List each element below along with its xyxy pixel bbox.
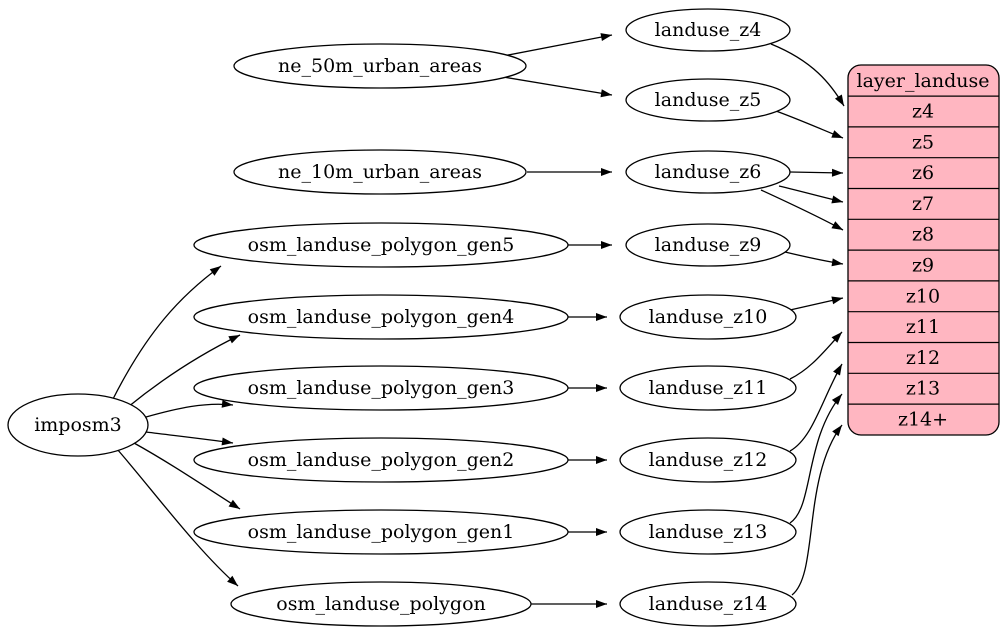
edge-imposm3-gen1 bbox=[133, 442, 241, 510]
edge-layer bbox=[112, 33, 845, 608]
edge-z6-row8 bbox=[760, 189, 844, 231]
table-row-z11: z11 bbox=[906, 316, 940, 338]
node-ne-50m-urban-areas: ne_50m_urban_areas bbox=[233, 43, 527, 89]
edge-z11-row bbox=[789, 331, 843, 380]
edge-z9-row bbox=[784, 251, 844, 267]
node-osm-landuse-polygon-gen2: osm_landuse_polygon_gen2 bbox=[193, 437, 569, 483]
polygon-label: osm_landuse_polygon bbox=[276, 593, 486, 615]
node-osm-landuse-polygon-gen3: osm_landuse_polygon_gen3 bbox=[193, 365, 569, 411]
gen4-label: osm_landuse_polygon_gen4 bbox=[248, 306, 515, 328]
node-landuse-z5: landuse_z5 bbox=[625, 78, 791, 122]
gen5-ellipse bbox=[193, 222, 569, 268]
node-osm-landuse-polygon-gen5: osm_landuse_polygon_gen5 bbox=[193, 222, 569, 268]
table-row-z8: z8 bbox=[912, 224, 934, 246]
table-row-z13: z13 bbox=[906, 378, 940, 400]
edge-ne50m-z5 bbox=[502, 76, 613, 98]
edge-imposm3-polygon bbox=[116, 448, 239, 587]
ne-10m-label: ne_10m_urban_areas bbox=[278, 161, 482, 183]
landuse-z14-ellipse bbox=[619, 581, 797, 627]
landuse-z10-ellipse bbox=[619, 294, 797, 340]
gen2-ellipse bbox=[193, 437, 569, 483]
table-row-z14: z14+ bbox=[898, 409, 948, 431]
landuse-z12-ellipse bbox=[619, 437, 797, 483]
table-row-z5: z5 bbox=[912, 131, 934, 153]
table-row-z12: z12 bbox=[906, 347, 940, 369]
node-osm-landuse-polygon-gen1: osm_landuse_polygon_gen1 bbox=[193, 509, 569, 555]
landuse-z9-label: landuse_z9 bbox=[655, 234, 762, 256]
landuse-z13-ellipse bbox=[619, 509, 797, 555]
landuse-z11-ellipse bbox=[619, 365, 797, 411]
landuse-z12-label: landuse_z12 bbox=[649, 449, 768, 471]
edge-z6-row6 bbox=[789, 168, 844, 177]
node-osm-landuse-polygon: osm_landuse_polygon bbox=[230, 581, 532, 627]
table-row-z7: z7 bbox=[912, 193, 934, 215]
table-row-z4: z4 bbox=[912, 101, 934, 123]
imposm3-ellipse bbox=[7, 393, 149, 457]
edge-imposm3-gen5 bbox=[112, 265, 222, 400]
edge-z14-row bbox=[791, 424, 843, 596]
node-landuse-z10: landuse_z10 bbox=[619, 294, 797, 340]
table-row-z9: z9 bbox=[912, 255, 934, 277]
gen2-label: osm_landuse_polygon_gen2 bbox=[248, 449, 515, 471]
edge-z5-row bbox=[775, 110, 844, 139]
landuse-z13-label: landuse_z13 bbox=[649, 521, 768, 543]
node-landuse-z4: landuse_z4 bbox=[625, 8, 791, 52]
ne-50m-label: ne_50m_urban_areas bbox=[278, 55, 482, 77]
landuse-z14-label: landuse_z14 bbox=[649, 593, 768, 615]
imposm3-label: imposm3 bbox=[34, 414, 122, 436]
gen5-label: osm_landuse_polygon_gen5 bbox=[248, 234, 515, 256]
node-osm-landuse-polygon-gen4: osm_landuse_polygon_gen4 bbox=[193, 294, 569, 340]
landuse-z4-ellipse bbox=[625, 8, 791, 52]
landuse-z11-label: landuse_z11 bbox=[649, 377, 768, 399]
node-landuse-z6: landuse_z6 bbox=[625, 150, 791, 194]
ne-50m-ellipse bbox=[233, 43, 527, 89]
layer-landuse-table: layer_landuse z4 z5 z6 z7 z8 z9 z10 z11 … bbox=[847, 64, 1000, 436]
polygon-ellipse bbox=[230, 581, 532, 627]
edge-imposm3-gen2 bbox=[145, 431, 234, 446]
table-row-z10: z10 bbox=[906, 285, 940, 307]
ne-10m-ellipse bbox=[233, 149, 527, 195]
landuse-z5-label: landuse_z5 bbox=[655, 89, 762, 111]
edge-imposm3-gen3 bbox=[145, 399, 234, 418]
landuse-z6-label: landuse_z6 bbox=[655, 161, 762, 183]
edge-ne50m-z4 bbox=[502, 33, 613, 57]
gen3-label: osm_landuse_polygon_gen3 bbox=[248, 377, 515, 399]
node-landuse-z14: landuse_z14 bbox=[619, 581, 797, 627]
gen1-ellipse bbox=[193, 509, 569, 555]
edge-z4-row bbox=[770, 43, 845, 107]
landuse-z9-ellipse bbox=[625, 223, 791, 267]
node-landuse-z13: landuse_z13 bbox=[619, 509, 797, 555]
node-landuse-z9: landuse_z9 bbox=[625, 223, 791, 267]
landuse-z4-label: landuse_z4 bbox=[655, 19, 762, 41]
edge-z13-row bbox=[789, 393, 843, 524]
landuse-z10-label: landuse_z10 bbox=[649, 306, 768, 328]
node-landuse-z12: landuse_z12 bbox=[619, 437, 797, 483]
table-row-z6: z6 bbox=[912, 162, 934, 184]
node-landuse-z11: landuse_z11 bbox=[619, 365, 797, 411]
node-imposm3: imposm3 bbox=[7, 393, 149, 457]
landuse-z6-ellipse bbox=[625, 150, 791, 194]
edge-z6-row7 bbox=[778, 185, 844, 204]
landuse-z5-ellipse bbox=[625, 78, 791, 122]
edge-imposm3-gen4 bbox=[127, 334, 241, 408]
edge-z10-row bbox=[789, 296, 844, 311]
table-title: layer_landuse bbox=[857, 70, 990, 92]
gen4-ellipse bbox=[193, 294, 569, 340]
edge-z12-row bbox=[789, 363, 843, 452]
node-ne-10m-urban-areas: ne_10m_urban_areas bbox=[233, 149, 527, 195]
gen3-ellipse bbox=[193, 365, 569, 411]
gen1-label: osm_landuse_polygon_gen1 bbox=[248, 521, 515, 543]
